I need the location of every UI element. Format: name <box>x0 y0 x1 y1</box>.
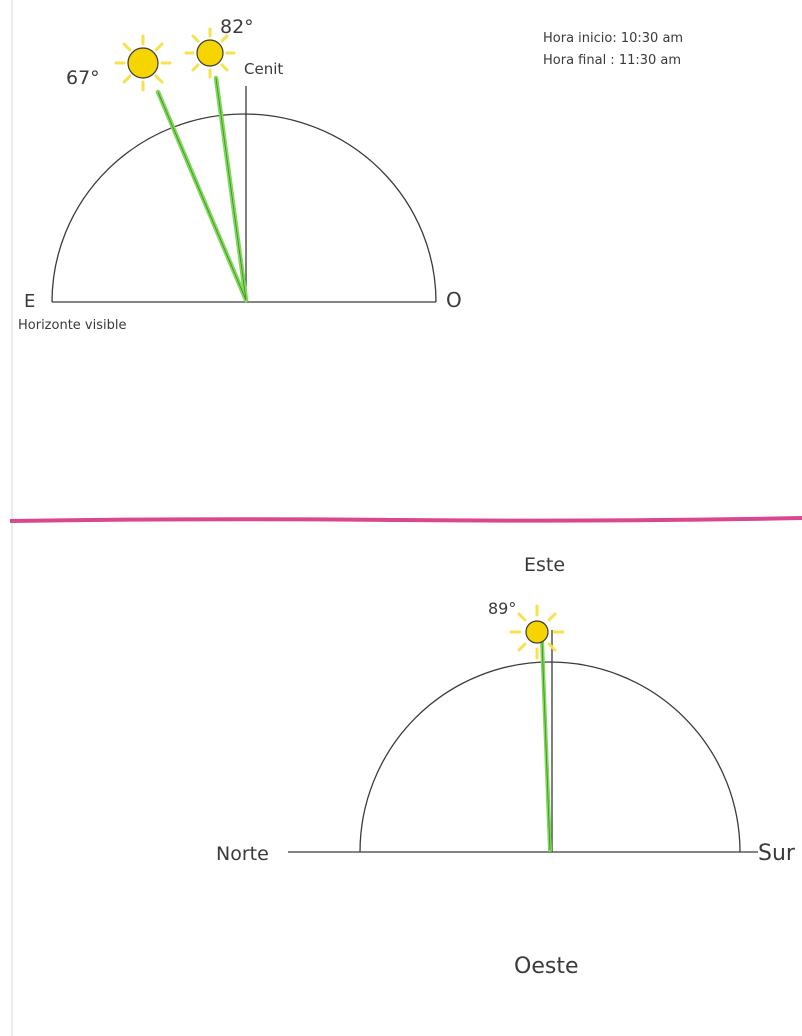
sun-2-angle-label: 82° <box>220 16 254 38</box>
sun-icon <box>114 34 172 92</box>
sun-ray-82-edge <box>215 77 247 301</box>
sun-ray-89-edge <box>541 639 551 851</box>
sun-angle-label: 89° <box>488 599 516 618</box>
zenith-label: Cenit <box>244 60 283 78</box>
sun-1-angle-label: 67° <box>66 67 100 89</box>
sun-ray-67-edge <box>157 91 247 301</box>
east-label: E <box>24 291 35 312</box>
sky-dome-arc <box>51 113 437 303</box>
top-label-east: Este <box>524 554 565 576</box>
horizon-label: Horizonte visible <box>18 318 126 333</box>
bottom-label-west: Oeste <box>514 954 578 979</box>
bottom-diagram: Este 89° Norte Sur Oeste <box>216 554 796 979</box>
west-label: O <box>446 288 462 312</box>
right-label-south: Sur <box>758 841 796 866</box>
sun-icon <box>184 27 236 79</box>
left-label-north: Norte <box>216 843 269 865</box>
sun-icon <box>509 604 565 660</box>
start-time-label: Hora inicio: 10:30 am <box>543 31 683 46</box>
sky-dome-arc <box>359 661 741 853</box>
end-time-label: Hora final : 11:30 am <box>543 53 681 68</box>
section-divider <box>9 516 802 523</box>
top-diagram: 67° 82° Cenit E O Horizonte visible Hora… <box>18 16 683 333</box>
